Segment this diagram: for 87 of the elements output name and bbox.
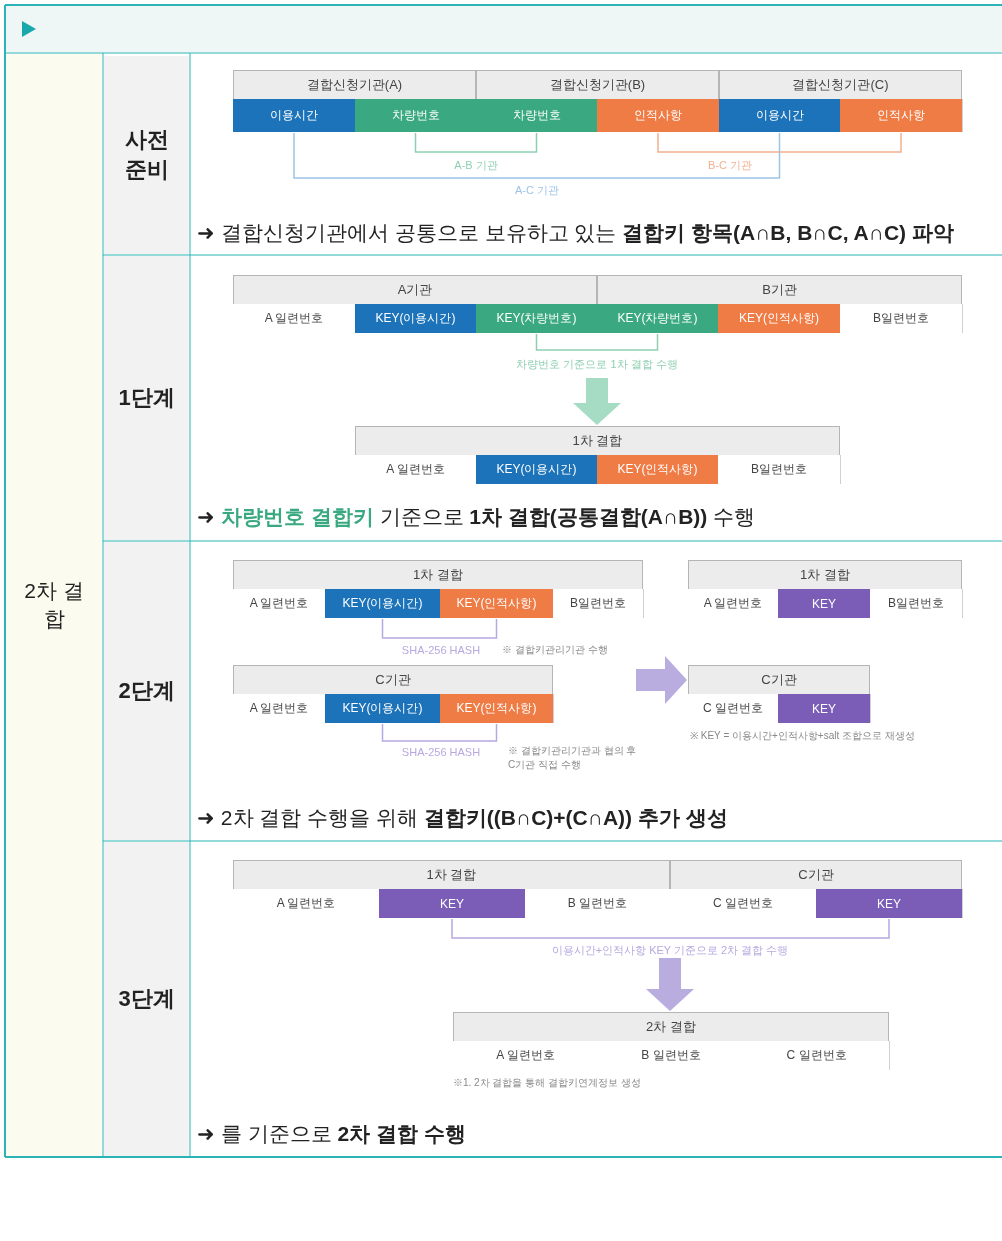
table-cell: A 일련번호 [233, 304, 356, 333]
table-cell: KEY [778, 694, 871, 723]
bracket-connector [414, 132, 538, 153]
table-header: 1차 결합 [234, 861, 669, 890]
table-header: C기관 [689, 666, 869, 695]
table-header: 1차 결합 [234, 561, 642, 590]
table-cell: A 일련번호 [355, 455, 477, 484]
description-text: ➜ 차량번호 결합키 기준으로 1차 결합(공통결합(A∩B)) 수행 [197, 504, 756, 530]
note-text: ※1. 2차 결합을 통해 결합키연계정보 생성 [453, 1076, 642, 1090]
table-cell: A 일련번호 [233, 889, 380, 918]
block-arrow [646, 958, 694, 1011]
table-cell: 이용시간 [233, 99, 356, 132]
table-cell: C 일련번호 [744, 1041, 890, 1070]
table-cell: 차량번호 [476, 99, 598, 132]
table-cell: KEY(인적사항) [597, 455, 719, 484]
table-header: C기관 [234, 666, 552, 695]
bracket-connector [381, 723, 498, 742]
note-text: ※ 결합키관리기관 수행 [502, 643, 609, 657]
table-cell: KEY(이용시간) [325, 694, 441, 723]
table-header: C기관 [671, 861, 961, 890]
table-cell: KEY(인적사항) [440, 694, 554, 723]
data-table [688, 665, 870, 723]
table-cell: B일련번호 [840, 304, 963, 333]
table-cell: B일련번호 [553, 589, 644, 618]
table-header: A기관 [234, 276, 596, 305]
table-cell: KEY(차량번호) [476, 304, 598, 333]
data-table [719, 70, 962, 132]
bracket-connector [657, 132, 902, 153]
table-cell: A 일련번호 [453, 1041, 599, 1070]
table-cell: B일련번호 [718, 455, 841, 484]
edge-label: B-C 기관 [705, 157, 755, 173]
table-cell: A 일련번호 [233, 694, 326, 723]
table-header: 결합신청기관(C) [720, 71, 961, 100]
edge-label: A-B 기관 [451, 157, 501, 173]
table-cell: KEY(이용시간) [355, 304, 477, 333]
table-header: 결합신청기관(B) [477, 71, 718, 100]
data-table [233, 560, 643, 618]
note-text: ※ KEY = 이용시간+인적사항+salt 조합으로 재생성 [690, 729, 916, 743]
step-label: 3단계 [104, 842, 189, 1156]
data-table [670, 860, 962, 918]
table-cell: B일련번호 [870, 589, 963, 618]
table-header: 2차 결합 [454, 1013, 888, 1042]
table-cell: 인적사항 [597, 99, 720, 132]
table-cell: KEY(이용시간) [325, 589, 441, 618]
data-table [688, 560, 962, 618]
table-cell: 인적사항 [840, 99, 963, 132]
description-text: ➜ 를 기준으로 2차 결합 수행 [197, 1121, 466, 1147]
table-cell: B 일련번호 [598, 1041, 745, 1070]
bracket-connector [451, 918, 890, 939]
table-cell: 이용시간 [719, 99, 841, 132]
table-cell: KEY [379, 889, 526, 918]
table-cell: A 일련번호 [233, 589, 326, 618]
edge-label: A-C 기관 [512, 182, 562, 198]
table-cell: KEY(인적사항) [718, 304, 841, 333]
table-header: 결합신청기관(A) [234, 71, 475, 100]
table-cell: 차량번호 [355, 99, 477, 132]
table-cell: KEY(이용시간) [476, 455, 598, 484]
step-label: 2단계 [104, 542, 189, 840]
table-header: 1차 결합 [689, 561, 961, 590]
description-text: ➜ 2차 결합 수행을 위해 결합키((B∩C)+(C∩A)) 추가 생성 [197, 805, 728, 831]
table-header: 1차 결합 [356, 427, 839, 456]
table-cell: C 일련번호 [670, 889, 817, 918]
data-table [453, 1012, 889, 1070]
table-cell: C 일련번호 [688, 694, 779, 723]
step-label: 1단계 [104, 256, 189, 540]
step-label: 사전 준비 [104, 56, 189, 254]
data-table [476, 70, 719, 132]
note-text: ※ 결합키관리기관과 협의 후 C기관 직접 수행 [508, 744, 638, 772]
data-table [233, 665, 553, 723]
data-table [355, 426, 840, 484]
block-arrow [573, 378, 621, 425]
block-arrow [636, 656, 687, 704]
table-cell: KEY(차량번호) [597, 304, 719, 333]
table-cell: A 일련번호 [688, 589, 779, 618]
bracket-connector [381, 618, 498, 639]
data-table [233, 70, 476, 132]
data-table [597, 275, 962, 333]
table-cell: KEY [816, 889, 963, 918]
table-cell: B 일련번호 [525, 889, 671, 918]
bracket-connector [535, 333, 659, 351]
bracket-connector [293, 132, 781, 179]
description-text: ➜ 결합신청기관에서 공통으로 보유하고 있는 결합키 항목(A∩B, B∩C, A∩C) 파악 [197, 220, 954, 246]
data-table [233, 275, 597, 333]
table-header: B기관 [598, 276, 961, 305]
table-cell: KEY [778, 589, 871, 618]
group-label: 2차 결합 [6, 54, 102, 1156]
table-cell: KEY(인적사항) [440, 589, 554, 618]
